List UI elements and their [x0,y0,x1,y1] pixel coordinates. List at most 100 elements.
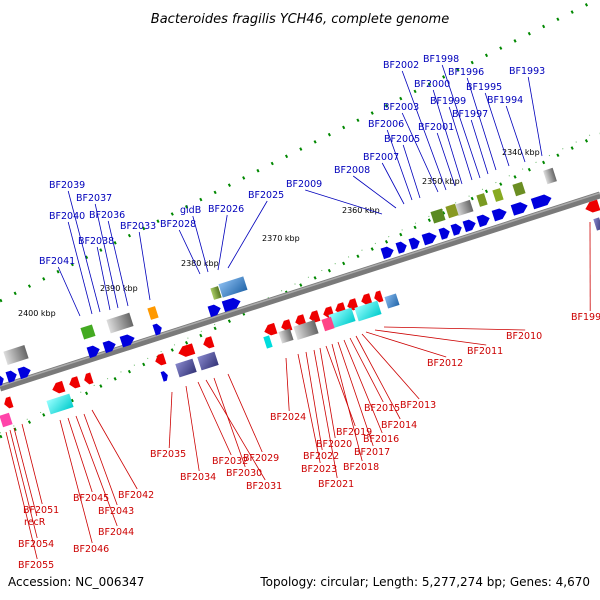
plus-gene-label[interactable]: BF2001 [418,122,454,133]
plus-gene-label[interactable]: BF2033 [120,221,156,232]
minus-gene-label[interactable]: BF2017 [354,447,390,458]
plus-strand-gene-arrow[interactable] [476,213,492,228]
minus-gene-label[interactable]: BF2051 [23,505,59,516]
minus-gene-label[interactable]: BF2042 [118,490,154,501]
plus-gene-label[interactable]: BF1995 [466,82,502,93]
minus-strand-gene-arrow[interactable] [154,353,167,367]
plus-strand-gene-arrow[interactable] [450,222,464,236]
plus-gene-label[interactable]: BF1997 [452,109,488,120]
plus-gene-label[interactable]: BF1998 [423,54,459,65]
minus-gene-label[interactable]: BF2015 [364,403,400,414]
plus-strand-gene-arrow[interactable] [160,370,170,382]
minus-strand-gene-arrow[interactable] [3,396,14,410]
plus-strand-gene-arrow[interactable] [510,200,530,216]
gene-color-band[interactable] [0,412,13,428]
minus-gene-label[interactable]: BF2016 [363,434,399,445]
minus-strand-gene-arrow[interactable] [263,322,278,337]
plus-strand-gene-arrow[interactable] [152,323,164,336]
minus-gene-label[interactable]: BF2013 [400,400,436,411]
minus-gene-label[interactable]: BF2021 [318,479,354,490]
plus-gene-label[interactable]: BF2041 [39,256,75,267]
minus-gene-label[interactable]: recR [24,517,46,528]
plus-gene-label[interactable]: BF2007 [363,152,399,163]
gene-color-band[interactable] [593,217,600,231]
gene-color-band[interactable] [321,316,335,332]
plus-gene-label[interactable]: BF2025 [248,190,284,201]
minus-gene-label[interactable]: BF2014 [381,420,417,431]
plus-gene-label[interactable]: BF2038 [78,236,114,247]
gene-color-band[interactable] [263,335,273,349]
plus-strand-gene-arrow[interactable] [462,218,478,233]
gene-color-band[interactable] [3,344,29,366]
plus-gene-label[interactable]: BF2008 [334,165,370,176]
gene-color-band[interactable] [454,199,474,217]
minus-strand-gene-arrow[interactable] [280,319,293,333]
plus-gene-label[interactable]: gidB [180,205,201,216]
minus-gene-label[interactable]: BF2019 [336,427,372,438]
gene-color-band[interactable] [46,393,74,415]
plus-strand-gene-arrow[interactable] [421,231,439,246]
plus-strand-gene-arrow[interactable] [207,303,223,318]
minus-gene-label[interactable]: BF2024 [270,412,306,423]
minus-gene-label[interactable]: BF2029 [243,453,279,464]
plus-gene-label[interactable]: BF1993 [509,66,545,77]
minus-gene-label[interactable]: BF2022 [303,451,339,462]
gene-color-band[interactable] [328,307,356,329]
gene-color-band[interactable] [293,319,319,341]
gene-color-band[interactable] [106,312,134,334]
plus-strand-gene-arrow[interactable] [119,333,137,348]
plus-strand-gene-arrow[interactable] [221,296,243,312]
plus-gene-label[interactable]: BF2040 [49,211,85,222]
plus-gene-label[interactable]: BF1994 [487,95,523,106]
plus-gene-label[interactable]: BF2039 [49,180,85,191]
gene-color-band[interactable] [430,208,446,224]
plus-strand-gene-arrow[interactable] [86,344,102,359]
gene-color-band[interactable] [197,351,219,371]
minus-gene-label[interactable]: BF2045 [73,493,109,504]
plus-strand-gene-arrow[interactable] [380,245,396,260]
minus-strand-gene-arrow[interactable] [346,298,359,312]
minus-gene-label[interactable]: BF2031 [246,481,282,492]
plus-gene-label[interactable]: BF2002 [383,60,419,71]
minus-strand-gene-arrow[interactable] [177,343,196,358]
gene-color-band[interactable] [384,293,400,309]
minus-gene-label[interactable]: BF2046 [73,544,109,555]
minus-gene-label[interactable]: BF2010 [506,331,542,342]
plus-strand-gene-arrow[interactable] [17,365,33,380]
minus-gene-label[interactable]: BF1992 [571,312,600,323]
minus-strand-gene-arrow[interactable] [68,376,81,390]
minus-strand-gene-arrow[interactable] [294,314,307,328]
minus-strand-gene-arrow[interactable] [83,372,94,386]
minus-gene-label[interactable]: BF2043 [98,506,134,517]
minus-gene-label[interactable]: BF2035 [150,449,186,460]
gene-color-band[interactable] [492,188,504,202]
minus-strand-gene-arrow[interactable] [51,380,66,395]
plus-gene-label[interactable]: BF2028 [160,219,196,230]
gene-color-band[interactable] [543,167,557,185]
plus-gene-label[interactable]: BF1996 [448,67,484,78]
minus-gene-label[interactable]: BF2023 [301,464,337,475]
plus-gene-label[interactable]: BF2026 [208,204,244,215]
gene-color-band[interactable] [210,286,222,300]
gene-color-band[interactable] [512,181,526,197]
minus-gene-label[interactable]: BF2018 [343,462,379,473]
minus-strand-gene-arrow[interactable] [373,290,384,304]
gene-color-band[interactable] [147,306,159,320]
gene-color-band[interactable] [175,358,197,378]
minus-gene-label[interactable]: BF2034 [180,472,216,483]
plus-strand-gene-arrow[interactable] [438,226,452,240]
gene-color-band[interactable] [354,300,382,322]
plus-gene-label[interactable]: BF2036 [89,210,125,221]
plus-gene-label[interactable]: BF2009 [286,179,322,190]
gene-color-band[interactable] [278,328,294,344]
minus-gene-label[interactable]: BF2032 [212,456,248,467]
plus-gene-label[interactable]: BF2000 [414,79,450,90]
plus-gene-label[interactable]: BF1999 [430,96,466,107]
minus-gene-label[interactable]: BF2055 [18,560,54,571]
plus-strand-gene-arrow[interactable] [102,339,118,354]
minus-strand-gene-arrow[interactable] [360,293,373,307]
plus-strand-gene-arrow[interactable] [491,207,509,222]
gene-color-band[interactable] [476,193,488,207]
plus-gene-label[interactable]: BF2005 [384,134,420,145]
plus-strand-gene-arrow[interactable] [408,236,422,250]
